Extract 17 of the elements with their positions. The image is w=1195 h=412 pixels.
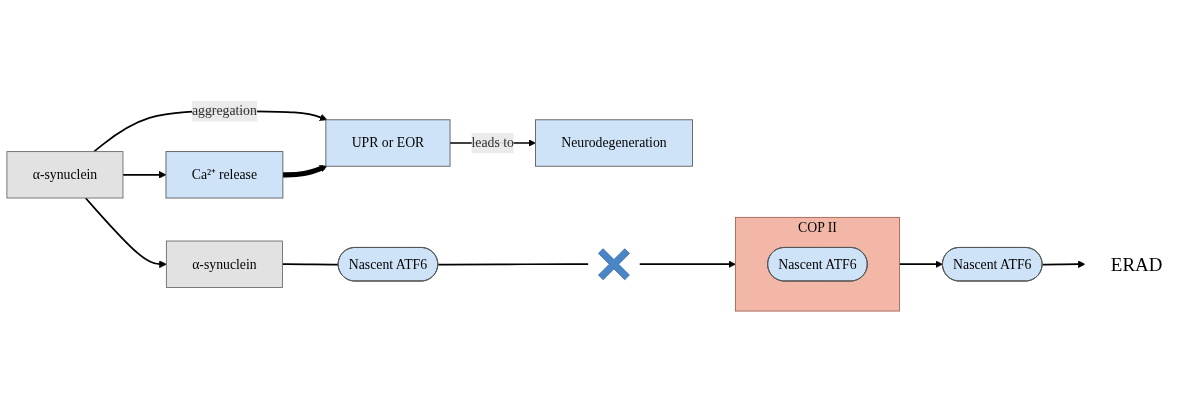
arrow bbox=[638, 260, 736, 268]
node-text: ERAD bbox=[1110, 253, 1163, 275]
node-box: α-synuclein bbox=[165, 240, 283, 288]
edge-label: leads to bbox=[471, 135, 514, 150]
arrow bbox=[122, 171, 167, 179]
edge-label: aggregation bbox=[191, 103, 257, 119]
arrow bbox=[1041, 260, 1086, 268]
node-box: Neurodegeneration bbox=[535, 119, 693, 167]
connector bbox=[281, 263, 340, 266]
arrow bbox=[84, 197, 167, 268]
node-box: Ca²⁺ release bbox=[165, 151, 284, 199]
node-box: α-synuclein bbox=[6, 151, 124, 199]
connector bbox=[437, 263, 589, 266]
arrow bbox=[898, 260, 943, 268]
arrow bbox=[282, 165, 328, 178]
node-box: UPR or EOR bbox=[325, 119, 451, 167]
node-cross bbox=[598, 248, 630, 281]
